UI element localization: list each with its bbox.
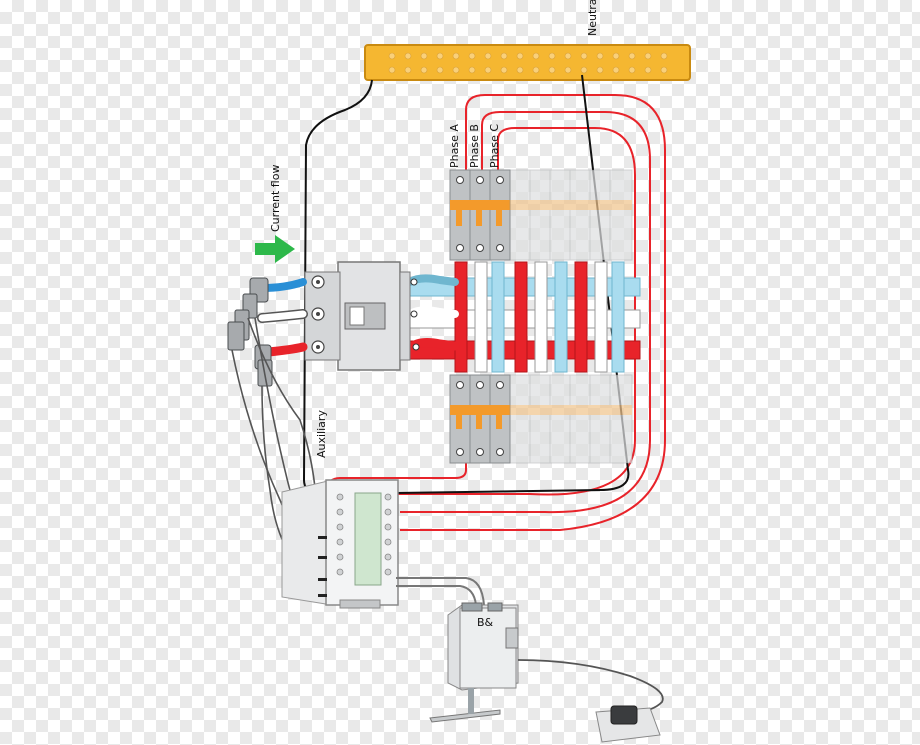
- current-clamp-1: [242, 277, 269, 319]
- busbars: [406, 261, 641, 373]
- neutral-label: Neutral: [586, 0, 599, 36]
- current-clamps: [227, 277, 273, 387]
- meter-terminals-left: [318, 536, 327, 597]
- comm-cable: [396, 577, 485, 606]
- comb-teeth: [454, 261, 625, 373]
- power-adapter: [595, 705, 661, 743]
- breaker-panel-lower: [449, 374, 633, 464]
- incoming-cables: [257, 278, 308, 357]
- current-flow-arrow: [255, 235, 295, 263]
- neutral-busbar: [364, 44, 691, 81]
- phase-c-label: Phase C: [488, 124, 501, 168]
- current-flow-label: Current flow: [269, 165, 282, 232]
- energy-meter: [281, 479, 399, 609]
- phase-wire-1: [400, 94, 666, 531]
- breaker-panel-upper: [449, 169, 633, 261]
- main-switch: [304, 261, 411, 371]
- phase-b-label: Phase B: [468, 124, 481, 168]
- neutral-busbar-screws: [388, 52, 668, 74]
- gateway-logo: B&: [477, 616, 494, 629]
- power-cable: [517, 659, 664, 713]
- current-clamp-2: [227, 309, 250, 351]
- phase-a-label: Phase A: [448, 124, 461, 168]
- neutral-wire-right: [395, 74, 630, 494]
- gateway-device: [429, 602, 519, 723]
- auxiliary-label: Auxiliary: [315, 410, 328, 458]
- phase-wire-2: [400, 111, 651, 514]
- incoming-cable-red: [263, 342, 308, 357]
